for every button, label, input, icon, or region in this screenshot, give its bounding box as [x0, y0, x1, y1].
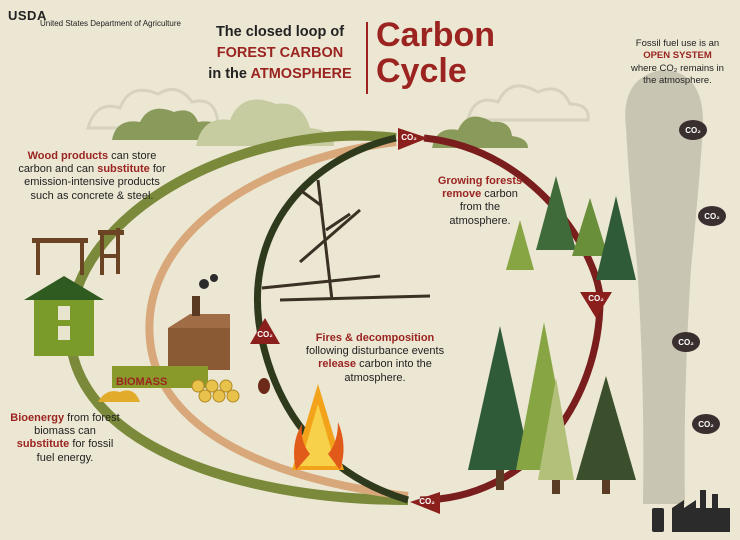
young-trees — [506, 176, 636, 280]
house-icon — [24, 276, 104, 356]
agency-name: United States Department of Agriculture — [40, 19, 181, 28]
smoke-co2-label-4: CO₂ — [698, 420, 714, 429]
smoke-column — [625, 70, 704, 504]
bio-highlight-1: Bioenergy — [10, 412, 65, 424]
co2-arrow-left — [250, 318, 280, 344]
fires-text-1: following disturbance events — [305, 345, 445, 358]
co2-label-top: CO₂ — [401, 133, 417, 142]
title-line-3: in the ATMOSPHERE — [200, 64, 360, 85]
title-divider — [366, 22, 368, 94]
fires-highlight-1: Fires & decomposition — [315, 332, 435, 344]
mature-trees — [468, 322, 636, 494]
cloud-outline-right — [466, 84, 590, 122]
fossil-text-2: where CO₂ remains in the atmosphere. — [631, 62, 724, 87]
growing-highlight-2: remove — [442, 188, 482, 201]
beetle-icon — [258, 378, 270, 394]
fossil-highlight: OPEN SYSTEM — [643, 50, 712, 62]
title-line-1: The closed loop of — [215, 24, 345, 40]
fossil-text-1: Fossil fuel use is an — [635, 38, 720, 49]
dead-trees — [261, 179, 431, 302]
growing-highlight-1: Growing forests — [437, 175, 523, 187]
co2-arrow-right — [580, 292, 612, 318]
fires-caption: Fires & decomposition following disturba… — [295, 332, 455, 385]
table-chair-icon — [32, 228, 124, 275]
burning-tree — [292, 384, 344, 470]
cloud-green-mid — [196, 99, 334, 146]
wood-highlight-1: Wood products — [27, 150, 109, 162]
bio-highlight-2: substitute — [16, 438, 70, 451]
wood-text-2: for emission-intensive products such as … — [24, 163, 166, 202]
co2-arrow-bottom — [410, 492, 440, 514]
bio-text-2: for fossil fuel energy. — [36, 438, 114, 464]
biomass-label: BIOMASS — [116, 376, 168, 388]
cloud-outline-left — [86, 88, 220, 130]
smoke-co2-icons — [672, 120, 726, 434]
fires-text-2: carbon into the atmosphere. — [344, 358, 432, 384]
bio-text-1: from forest biomass can — [34, 412, 120, 438]
co2-label-left: CO₂ — [257, 330, 273, 339]
wood-products-caption: Wood products can store carbon and can s… — [12, 150, 172, 203]
page-title-line-2: Cycle — [376, 51, 467, 90]
page-title: Carbon Cycle — [376, 16, 495, 90]
growing-text-1: carbon from the atmosphere. — [449, 188, 518, 227]
title-line-3-highlight: ATMOSPHERE — [250, 66, 352, 83]
biomass-plant-icon — [98, 274, 240, 403]
smoke-co2-label-1: CO₂ — [685, 126, 701, 135]
title-line-3-pre: in the — [208, 66, 251, 83]
cloud-green-left — [112, 108, 224, 140]
co2-arrow-top — [398, 128, 428, 150]
page-title-line-1: Carbon — [376, 16, 495, 54]
smoke-co2-label-2: CO₂ — [704, 212, 720, 221]
wood-text-1: can store carbon and can — [18, 150, 157, 176]
title-line-2: FOREST CARBON — [216, 45, 344, 62]
title-subtitle: The closed loop of FOREST CARBON in the … — [200, 22, 360, 85]
wood-highlight-2: substitute — [97, 163, 150, 176]
fossil-caption: Fossil fuel use is an OPEN SYSTEM where … — [630, 38, 725, 87]
cloud-green-right — [432, 116, 528, 148]
usda-logo: USDA — [8, 8, 47, 23]
smoke-co2-label-3: CO₂ — [678, 338, 694, 347]
fires-highlight-2: release — [318, 358, 357, 371]
co2-label-right: CO₂ — [588, 294, 604, 303]
factory-icon — [652, 490, 730, 532]
co2-label-bottom: CO₂ — [419, 497, 435, 506]
bioenergy-caption: Bioenergy from forest biomass can substi… — [10, 412, 120, 465]
inner-loop-tan — [145, 138, 409, 500]
